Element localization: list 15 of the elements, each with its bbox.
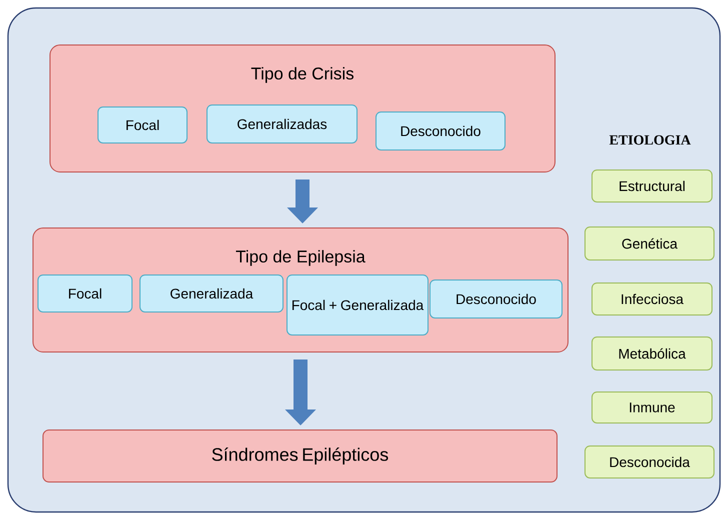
- etiology-box: Genética: [584, 226, 714, 260]
- type-box: Focal + Generalizada: [286, 274, 428, 336]
- etiology-box: Estructural: [592, 169, 712, 202]
- category-box: Síndromes Epilépticos: [42, 429, 558, 482]
- type-box: Desconocido: [430, 279, 562, 318]
- type-box: Focal: [98, 106, 188, 144]
- etiology-box: Inmune: [592, 391, 712, 424]
- etiology-box: Metabólica: [592, 336, 712, 370]
- etiology-box: Desconocida: [584, 445, 714, 478]
- type-box: Desconocido: [376, 111, 506, 150]
- etiology-box: Infecciosa: [592, 282, 712, 316]
- type-box: Generalizada: [140, 274, 284, 312]
- heading: ETIOLOGIA: [609, 135, 691, 145]
- type-box: Generalizadas: [206, 104, 358, 144]
- type-box: Focal: [38, 274, 132, 312]
